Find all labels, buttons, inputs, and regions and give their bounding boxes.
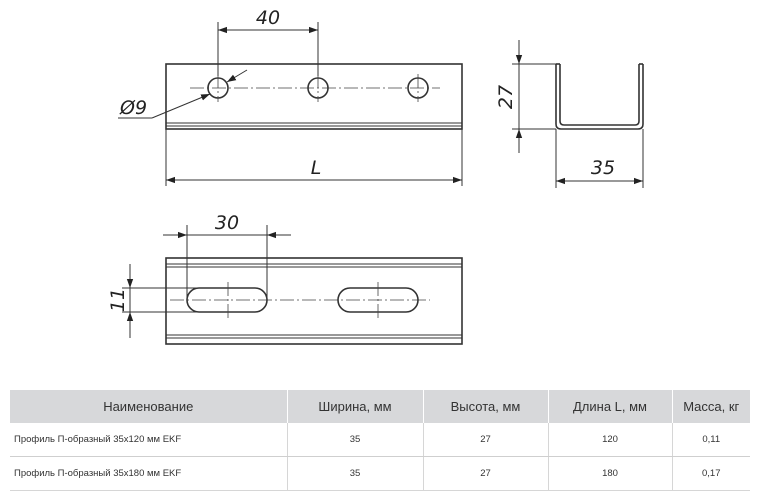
table-row: Профиль П-образный 35х180 мм EKF 35 27 1… (10, 456, 750, 491)
header-name: Наименование (10, 390, 288, 423)
specification-table: Наименование Ширина, мм Высота, мм Длина… (10, 390, 750, 491)
top-view-outline (165, 63, 463, 130)
slot-width-label: 11 (107, 288, 129, 312)
table-row: Профиль П-образный 35х120 мм EKF 35 27 1… (10, 423, 750, 457)
cell-mass: 0,17 (672, 456, 750, 491)
slot-view-outline (165, 257, 463, 345)
hole-diameter-label: Ø9 (119, 97, 147, 119)
slot-length-label: 30 (215, 212, 239, 234)
cell-width: 35 (287, 456, 424, 491)
table-header-row: Наименование Ширина, мм Высота, мм Длина… (10, 390, 750, 423)
cell-length: 180 (548, 456, 673, 491)
header-height: Высота, мм (423, 390, 549, 423)
header-length: Длина L, мм (548, 390, 673, 423)
technical-drawing: 40 Ø9 L 27 35 (107, 7, 644, 345)
cell-width: 35 (287, 423, 424, 457)
header-width: Ширина, мм (287, 390, 424, 423)
hole-pitch-label: 40 (256, 7, 280, 29)
width-label: 35 (591, 157, 615, 179)
profile-view: 27 35 (495, 40, 644, 188)
height-label: 27 (495, 85, 517, 109)
cell-name: Профиль П-образный 35х180 мм EKF (10, 456, 288, 491)
length-label: L (311, 157, 322, 179)
cell-height: 27 (423, 423, 549, 457)
cell-name: Профиль П-образный 35х120 мм EKF (10, 423, 288, 457)
header-mass: Масса, кг (672, 390, 750, 423)
slot-view: 30 11 (107, 212, 463, 345)
cell-mass: 0,11 (672, 423, 750, 457)
hole-diameter-leader (151, 93, 211, 119)
top-view: 40 Ø9 L (118, 7, 463, 186)
profile-outer-outline (555, 64, 644, 130)
profile-inner-outline (559, 64, 640, 126)
cell-length: 120 (548, 423, 673, 457)
cell-height: 27 (423, 456, 549, 491)
